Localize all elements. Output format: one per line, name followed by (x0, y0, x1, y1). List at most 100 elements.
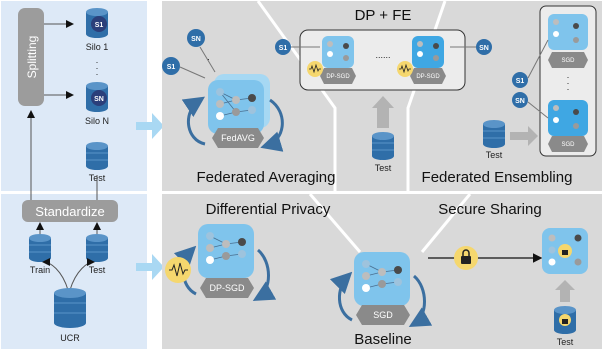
silo1-label: Silo 1 (86, 42, 109, 52)
top-divider-left (256, 0, 337, 191)
fe-test-arrow (510, 126, 538, 146)
silo-ellipsis-2: · (96, 63, 99, 73)
baseline-model-card (354, 252, 410, 306)
left-panel: Splitting S1 Silo 1 · · · SN Silo N (1, 1, 147, 349)
big-arrow-bottom (136, 254, 164, 280)
baseline-network-icon (362, 260, 402, 292)
fedavg-loop-right (260, 98, 284, 152)
test-bottom-label: Test (89, 265, 106, 275)
dpfe-model1-card (322, 36, 354, 68)
secure-title: Secure Sharing (438, 201, 541, 218)
secure-lock-shackle (462, 249, 470, 256)
fe-dot-2: · (567, 78, 570, 88)
fe-model1-node-b (553, 31, 559, 37)
siloN-db-icon (86, 82, 108, 112)
train-db-icon (29, 234, 51, 262)
fe-test-label: Test (486, 150, 503, 160)
dpfe-model2-hex (410, 68, 446, 84)
fe-model1-label: SGD (561, 58, 575, 64)
fe-node-sn (512, 92, 528, 108)
fedavg-card-front (208, 80, 264, 134)
fe-dot-3: · (567, 84, 570, 94)
splitting-box (18, 8, 44, 106)
dpfe-node-sn-label: SN (479, 45, 489, 52)
fe-model2-node-c (573, 109, 579, 115)
secure-lock-body (461, 256, 471, 264)
fedavg-link-sn (199, 46, 216, 73)
dpfe-model2-node-c (433, 43, 439, 49)
standardize-label: Standardize (35, 204, 104, 219)
fe-model1-node-d (573, 37, 579, 43)
dpfe-test-db-icon (372, 132, 394, 160)
splitting-label: Splitting (25, 36, 39, 79)
dpfe-node-s1 (275, 39, 291, 55)
siloN-label: Silo N (85, 116, 109, 126)
train-label: Train (30, 265, 50, 275)
dpfe-model2-label: DP-SGD (416, 74, 440, 80)
dp-loop-right (252, 248, 277, 301)
fe-section: SGD · · · SGD S1 SN Test Federated Ensem… (422, 5, 597, 186)
fe-model1-node-a (553, 19, 559, 25)
dpfe-noise1-wave (309, 63, 321, 74)
secure-model-node-b (548, 246, 556, 254)
test-db-icon-bottom (86, 234, 108, 262)
dpfe-node-sn (476, 39, 492, 55)
bottom-divider-left (308, 193, 362, 253)
dpfe-model1-hex (320, 68, 356, 84)
secure-model-node-e (574, 258, 582, 266)
silo-ellipsis-1: · (96, 57, 99, 67)
fe-model2-node-d (573, 123, 579, 129)
fedavg-node-sn-label: SN (191, 36, 201, 43)
fe-model1-node-c (573, 23, 579, 29)
dpfe-model1-node-a (327, 41, 333, 47)
ucr-db-icon (54, 288, 86, 328)
dpfe-model1-node-c (343, 43, 349, 49)
dpfe-up-arrow (372, 96, 394, 128)
secure-test-label: Test (557, 337, 574, 347)
test-db-icon-top (86, 142, 108, 170)
silo1-tag: S1 (95, 22, 104, 29)
silo-ellipsis-3: · (96, 69, 99, 79)
baseline-section: SGD Baseline (329, 252, 433, 348)
dpfe-title: DP + FE (355, 7, 412, 24)
fedavg-network-icon (216, 88, 256, 120)
dpfe-model1-node-d (343, 55, 349, 61)
dpfe-model2-node-a (417, 41, 423, 47)
baseline-model-label: SGD (373, 310, 393, 320)
dp-model-card (198, 224, 254, 278)
fedavg-model-label: FedAVG (221, 133, 255, 143)
fe-node-s1 (512, 72, 528, 88)
secure-model-node-c (548, 258, 556, 266)
dp-title: Differential Privacy (206, 201, 331, 218)
dp-model-label: DP-SGD (209, 283, 245, 293)
fe-title: Federated Ensembling (422, 169, 573, 186)
fedavg-node-sn (187, 29, 205, 47)
fedavg-node-s1-label: S1 (167, 64, 176, 71)
secure-test-db-icon (554, 306, 576, 334)
ucr-label: UCR (60, 333, 80, 343)
ucr-to-train-arrow (42, 258, 69, 291)
fe-link-s1 (527, 39, 549, 79)
baseline-hex (356, 305, 410, 325)
fedavg-dots: · (207, 54, 210, 64)
fedavg-section: SN S1 · FedAVG Federat (162, 29, 336, 186)
dpfe-model1-node-b (327, 51, 333, 57)
fe-node-sn-label: SN (515, 98, 525, 105)
fedavg-hex (212, 128, 264, 148)
baseline-loop-left (329, 271, 353, 322)
fe-test-db-icon (483, 120, 505, 148)
dpfe-model2-card (412, 36, 444, 68)
dpfe-model1-label: DP-SGD (326, 74, 350, 80)
baseline-title: Baseline (354, 331, 412, 348)
standardize-box (22, 200, 118, 222)
fe-node-s1-label: S1 (516, 78, 525, 85)
dp-hex (200, 278, 254, 298)
dpfe-test-label: Test (375, 163, 392, 173)
baseline-loop-right (408, 274, 433, 327)
fe-dot-1: · (567, 72, 570, 82)
fedavg-title: Federated Averaging (197, 169, 336, 186)
secure-up-arrow (555, 280, 575, 302)
fe-model2-label: SGD (561, 142, 575, 148)
dpfe-model2-node-d (433, 55, 439, 61)
